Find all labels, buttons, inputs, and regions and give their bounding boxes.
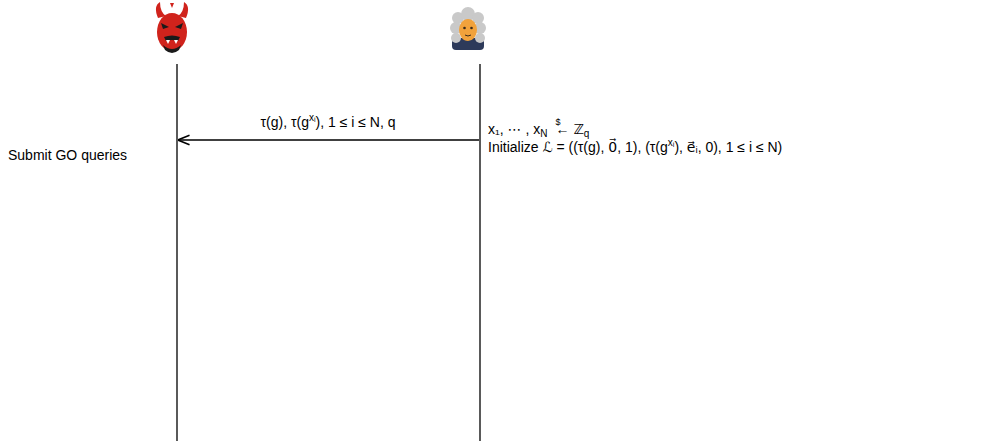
math-text: q	[584, 129, 590, 139]
adversary-lifeline	[176, 64, 177, 441]
math-text: ←	[555, 120, 569, 138]
challenger-step: Initialize ℒ = ((τ(g), 0⃗, 1), (τ(gxᵢ), …	[488, 138, 782, 156]
message-label: τ(g), τ(gxᵢ), 1 ≤ i ≤ N, q	[261, 113, 396, 131]
message-arrow	[179, 139, 479, 140]
math-text: x₁, ⋯ , x	[488, 120, 540, 138]
math-text: xᵢ	[668, 138, 675, 148]
challenger-lifeline	[479, 64, 480, 441]
math-text: Submit GO queries	[8, 146, 127, 164]
judge-icon	[450, 7, 486, 50]
devil-icon	[156, 2, 188, 53]
math-text: ), e⃗ᵢ, 0), 1 ≤ i ≤ N)	[674, 138, 782, 156]
math-text: ℤ	[573, 120, 583, 138]
math-text: ), 1 ≤ i ≤ N, q	[316, 113, 396, 131]
math-text: Initialize ℒ = ((τ(g), 0⃗, 1), (τ(g	[488, 138, 668, 156]
math-text: xᵢ	[309, 113, 316, 123]
math-text: τ(g), τ(g	[261, 113, 309, 131]
math-text: N	[540, 129, 547, 139]
challenger-step: x₁, ⋯ , xN$←ℤq	[488, 120, 589, 139]
adversary-step: Submit GO queries	[8, 146, 127, 164]
